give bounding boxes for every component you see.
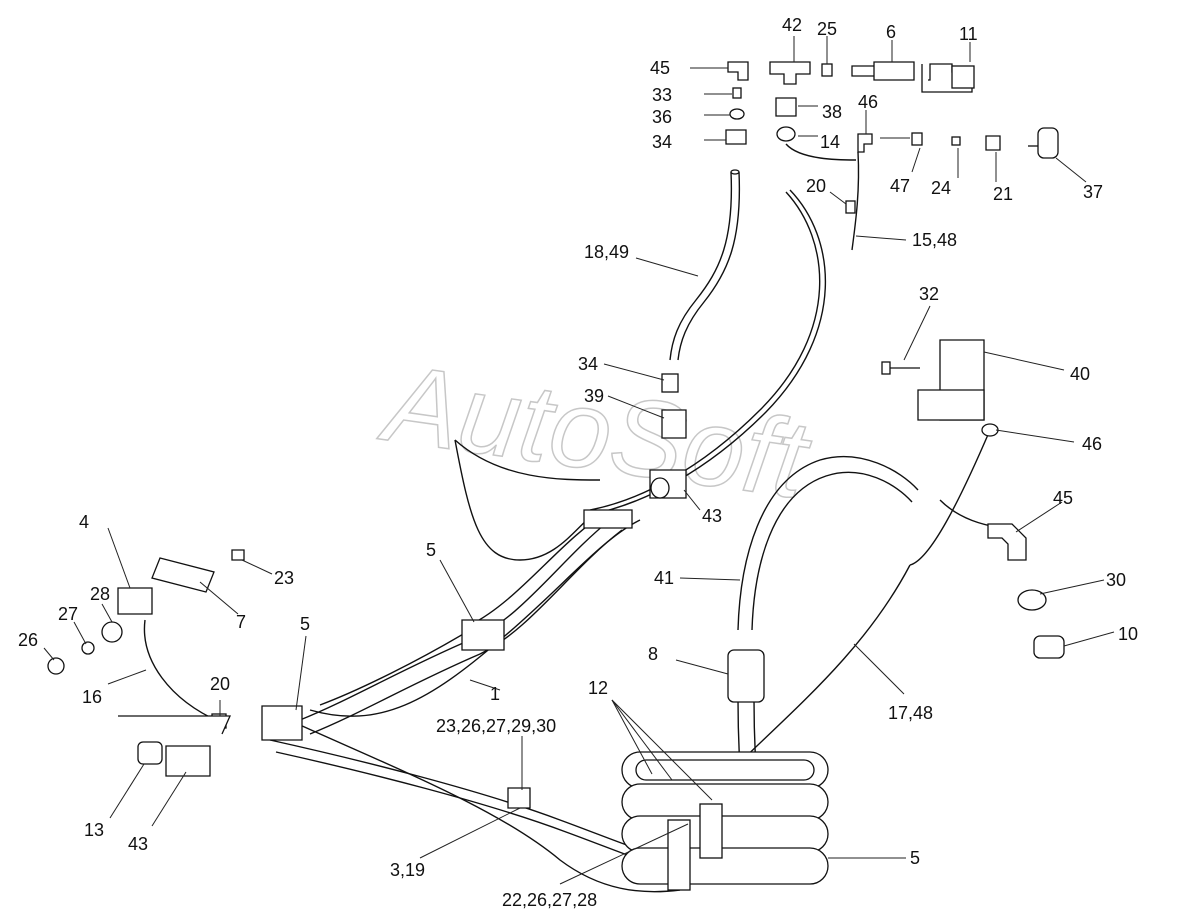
label-36: 36 [652,107,672,127]
label-1: 1 [490,684,500,704]
label-34: 34 [652,132,672,152]
label-30: 30 [1106,570,1126,590]
label-45: 45 [1053,488,1073,508]
label-43: 43 [702,506,722,526]
label-10: 10 [1118,624,1138,644]
label-34: 34 [578,354,598,374]
label-47: 47 [890,176,910,196]
coil [621,751,829,891]
label-24: 24 [931,178,951,198]
label-11: 11 [959,24,978,44]
label-13: 13 [84,820,104,840]
label-3-19: 3,19 [390,860,425,880]
label-26: 26 [18,630,38,650]
label-46: 46 [1082,434,1102,454]
top-fittings [725,61,1059,214]
pipes [143,143,1001,893]
label-20: 20 [210,674,230,694]
label-12: 12 [588,678,608,698]
label-7: 7 [236,612,246,632]
label-40: 40 [1070,364,1090,384]
label-38: 38 [822,102,842,122]
label-5: 5 [910,848,920,868]
label-46: 46 [858,92,878,112]
label-4: 4 [79,512,89,532]
label-28: 28 [90,584,110,604]
label-17-48: 17,48 [888,703,933,723]
label-5: 5 [426,540,436,560]
label-15-48: 15,48 [912,230,957,250]
label-43: 43 [128,834,148,854]
label-23-26-27-29-30: 23,26,27,29,30 [436,716,556,736]
label-45: 45 [650,58,670,78]
label-42: 42 [782,15,802,35]
label-21: 21 [993,184,1013,204]
label-23: 23 [274,568,294,588]
parts [47,339,1065,809]
label-18-49: 18,49 [584,242,629,262]
label-6: 6 [886,22,896,42]
label-14: 14 [820,132,840,152]
label-22-26-27-28: 22,26,27,28 [502,890,597,910]
label-8: 8 [648,644,658,664]
label-20: 20 [806,176,826,196]
leader-lines [43,36,1115,885]
label-32: 32 [919,284,939,304]
label-41: 41 [654,568,674,588]
label-5: 5 [300,614,310,634]
label-37: 37 [1083,182,1103,202]
part-labels: 42 25 6 11 45 33 36 34 38 14 46 47 24 21… [18,15,1138,910]
label-27: 27 [58,604,78,624]
label-33: 33 [652,85,672,105]
label-16: 16 [82,687,102,707]
label-39: 39 [584,386,604,406]
label-25: 25 [817,19,837,39]
